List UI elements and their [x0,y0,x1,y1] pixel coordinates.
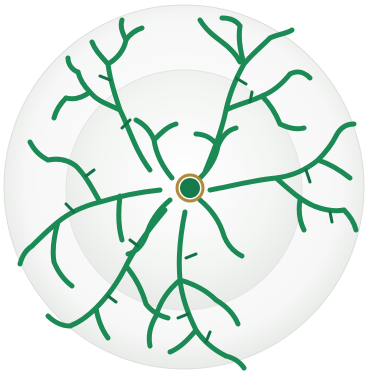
coral-branch [153,209,229,359]
coral-branch [207,133,353,214]
coral-branch [202,23,293,175]
coral-branch [29,156,163,265]
center-ring [175,173,205,203]
coral-branch [146,297,247,371]
coral-branch [296,121,359,233]
coral-branch [133,117,239,181]
coral-branch [219,15,313,132]
center-dot [180,178,200,198]
coral-pattern [17,15,359,371]
coral-twig [64,74,334,344]
coral-twigs [64,74,334,344]
coral-branch [197,17,243,65]
coral-branch [17,139,125,289]
coral-branch [63,37,153,173]
coral-branch [51,17,145,121]
coral-branch [125,197,245,259]
